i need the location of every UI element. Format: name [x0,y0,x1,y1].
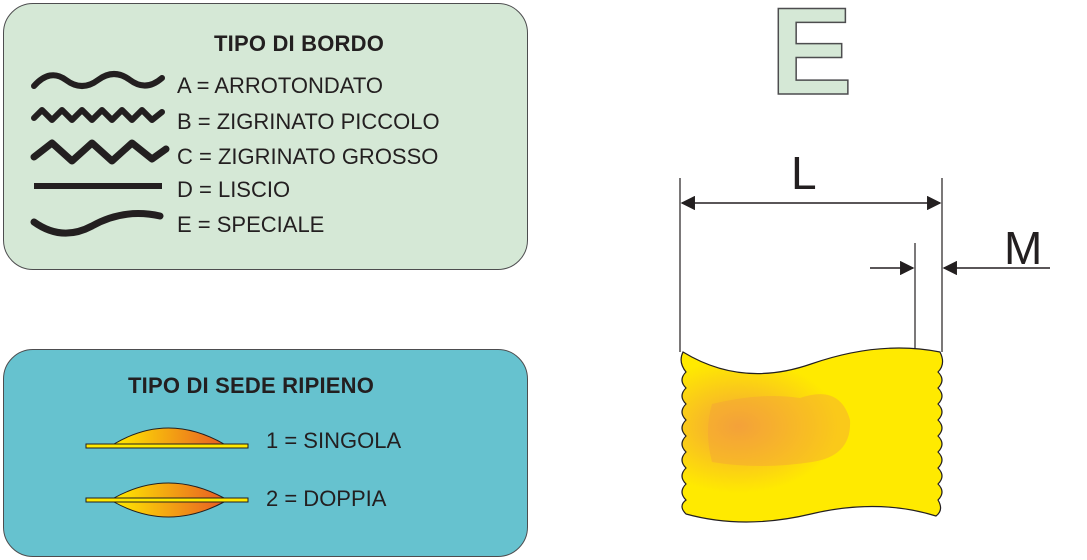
edge-type-item-d: D = LISCIO [32,172,512,202]
filling-type-item-single: 1 = SINGOLA [84,418,504,458]
pasta-shape-outline [680,347,944,523]
edge-type-item-b: B = ZIGRINATO PICCOLO [31,102,512,134]
double-filling-icon [85,482,249,518]
edge-type-item-a: A = ARROTONDATO [31,66,512,98]
filling-pocket [708,394,851,466]
edge-type-label: C = ZIGRINATO GROSSO [177,144,439,169]
edge-type-panel: TIPO DI BORDO A = ARROTONDATO B = ZIGRIN… [3,3,528,270]
straight-edge-icon [34,183,162,189]
small-zigzag-edge-icon [31,107,165,123]
filling-type-label: 2 = DOPPIA [266,486,387,511]
edge-type-label: D = LISCIO [177,177,291,202]
filling-type-item-double: 2 = DOPPIA [84,476,504,526]
shape-code-letter: E [769,0,853,121]
large-zigzag-edge-icon [30,139,170,165]
single-filling-icon [85,427,249,449]
filling-type-title: TIPO DI SEDE RIPIENO [128,373,375,398]
filling-type-label: 1 = SINGOLA [266,428,402,453]
width-dimension-label: L [791,147,817,199]
edge-type-item-c: C = ZIGRINATO GROSSO [30,137,512,169]
filling-type-panel: TIPO DI SEDE RIPIENO 1 = SINGOLA [3,349,528,557]
edge-type-label: B = ZIGRINATO PICCOLO [177,109,440,134]
edge-type-item-e: E = SPECIALE [30,206,512,237]
curved-edge-icon [30,210,164,237]
edge-type-label: A = ARROTONDATO [177,73,384,98]
edge-dimension-label: M [1004,222,1043,274]
wavy-edge-icon [31,71,165,89]
edge-type-title: TIPO DI BORDO [214,31,385,56]
edge-type-label: E = SPECIALE [177,212,325,237]
